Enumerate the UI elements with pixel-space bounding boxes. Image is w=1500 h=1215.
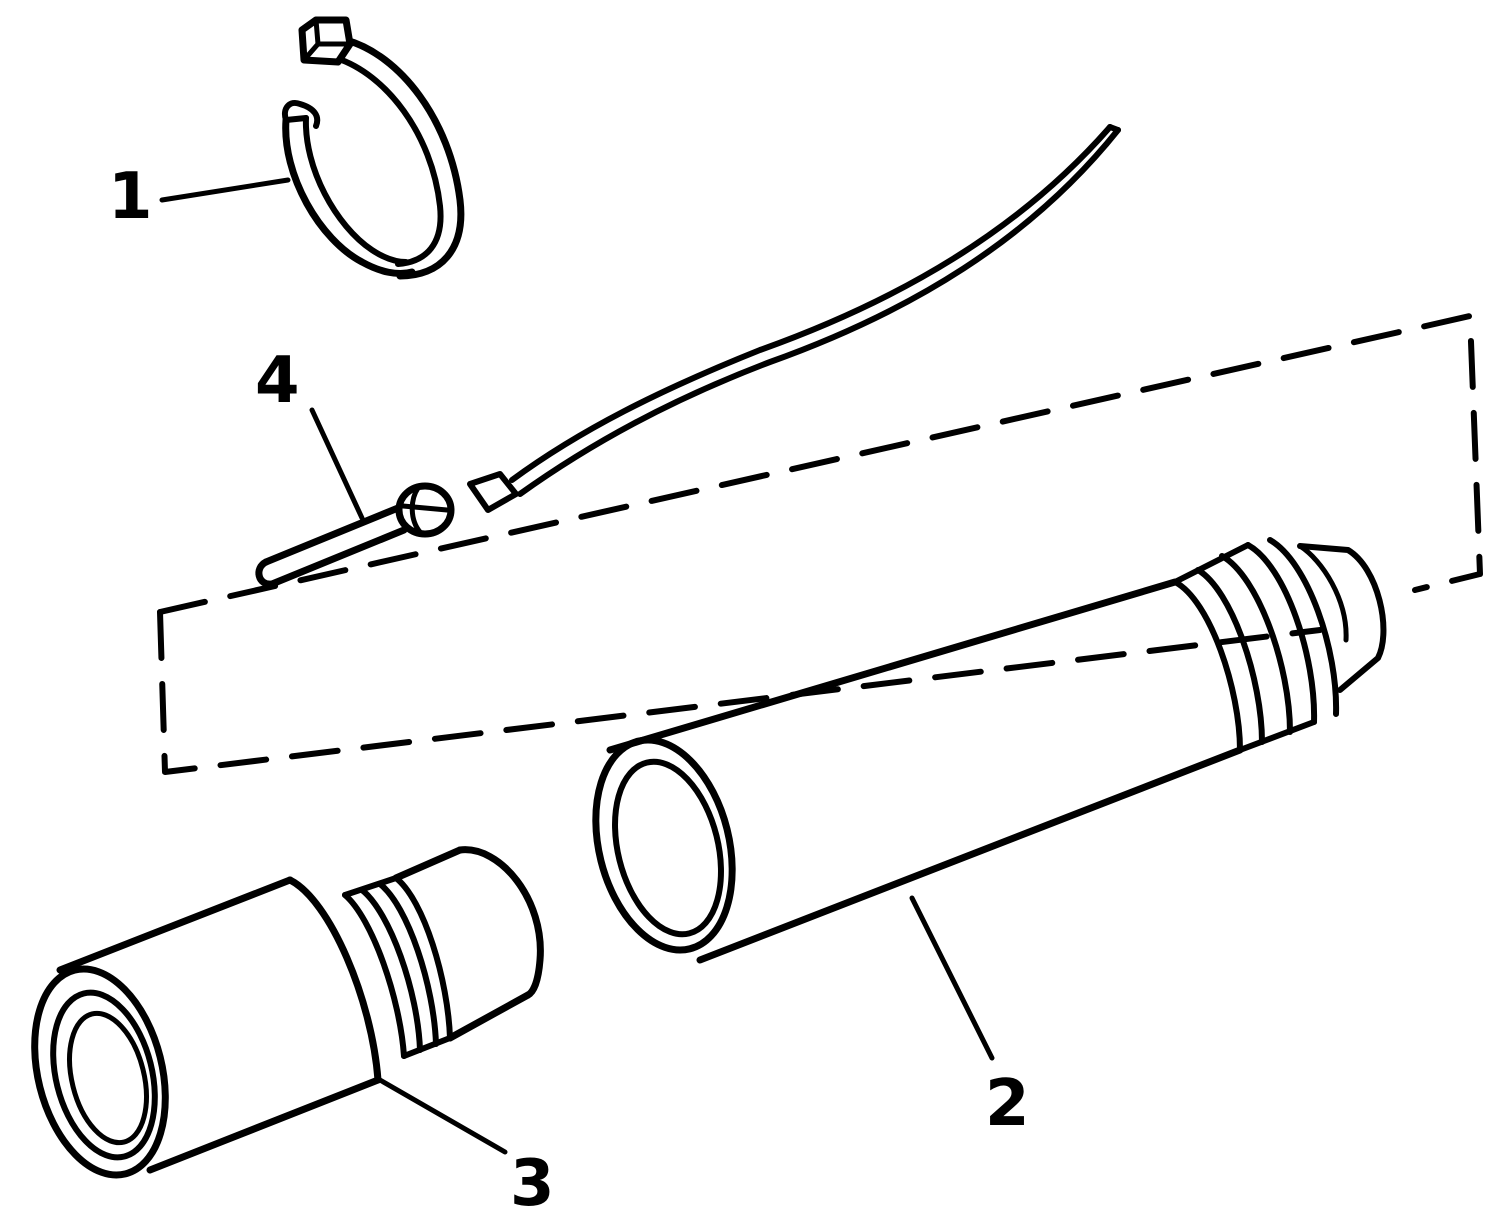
dipstick-tube-part <box>592 537 1387 964</box>
leader-line-3 <box>377 1077 508 1155</box>
tube-adapter-part <box>31 846 544 1179</box>
leader-lines <box>159 177 995 1155</box>
leader-line-1 <box>159 177 291 203</box>
leader-line-2 <box>909 895 995 1061</box>
callout-2: 2 <box>985 1067 1030 1141</box>
callout-1: 1 <box>108 160 153 234</box>
callout-3: 3 <box>510 1147 555 1215</box>
leader-line-4 <box>309 407 365 521</box>
hose-clamp-part <box>282 16 465 280</box>
dipstick-part <box>255 124 1121 588</box>
callout-4: 4 <box>255 344 300 418</box>
assembly-dashed-outline <box>157 313 1483 775</box>
